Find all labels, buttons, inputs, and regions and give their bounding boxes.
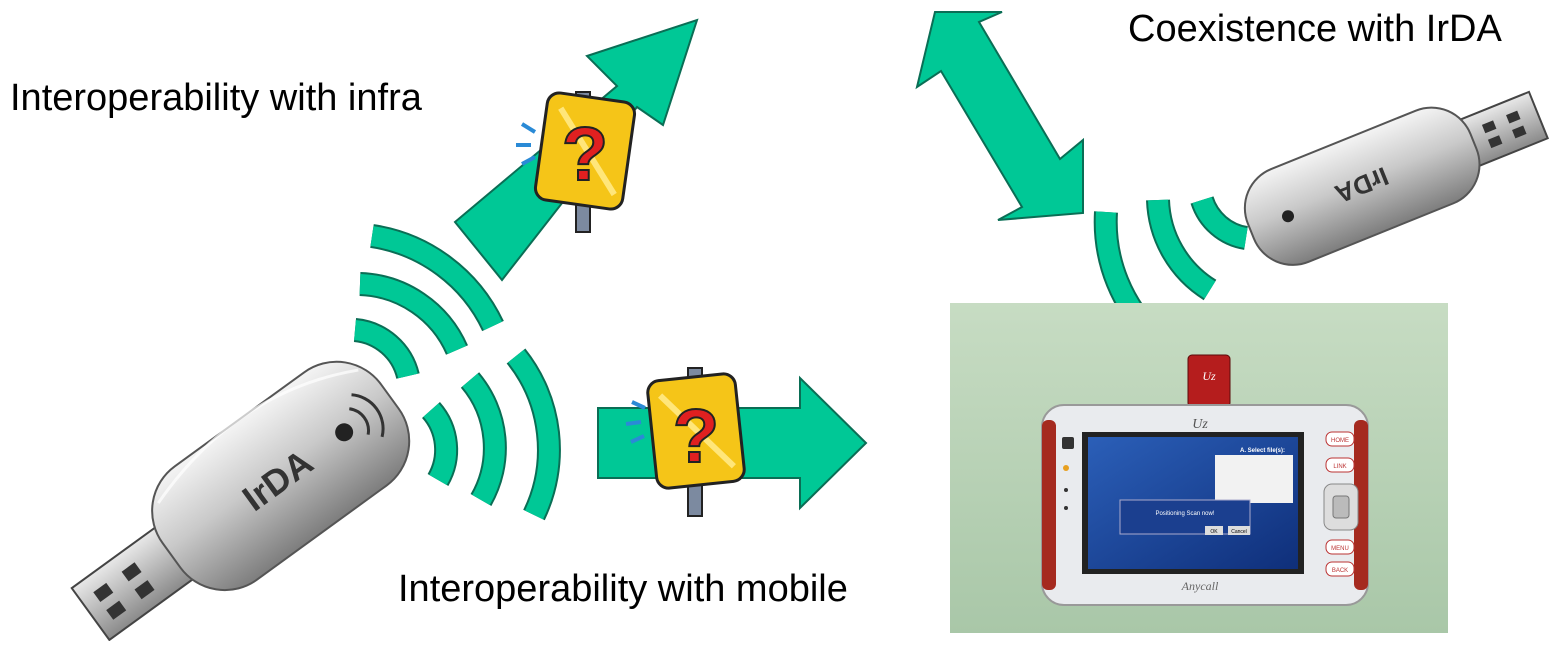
- screen-cancel-button: Cancel: [1231, 529, 1247, 535]
- screen-title: A. Select file(s):: [1240, 448, 1285, 454]
- question-sign-icon: ?: [516, 91, 637, 233]
- svg-text:?: ?: [673, 394, 719, 479]
- question-sign-icon: ?: [625, 367, 746, 517]
- device-menu-button: MENU: [1331, 546, 1349, 552]
- label-interoperability-infra: Interoperability with infra: [10, 77, 422, 119]
- device-brand: Anycall: [1181, 579, 1219, 593]
- svg-text:?: ?: [562, 112, 608, 197]
- mobile-device-photo: Uz Uz A. Select file(s): Positioning Sca…: [950, 303, 1448, 633]
- device-logo: Uz: [1192, 417, 1208, 432]
- device-home-button: HOME: [1331, 438, 1349, 444]
- arrow-coexistence: [915, 11, 1084, 221]
- irda-dongle-left: IrDA: [70, 360, 411, 642]
- irda-dongle-right: IrDA: [1243, 90, 1550, 266]
- screen-message: Positioning Scan now!: [1155, 511, 1214, 517]
- device-back-button: BACK: [1332, 568, 1348, 574]
- antenna-logo: Uz: [1202, 369, 1216, 383]
- screen-ok-button: OK: [1210, 529, 1218, 535]
- label-coexistence: Coexistence with IrDA: [1128, 8, 1502, 50]
- label-interoperability-mobile: Interoperability with mobile: [398, 568, 848, 610]
- device-link-button: LINK: [1333, 464, 1346, 470]
